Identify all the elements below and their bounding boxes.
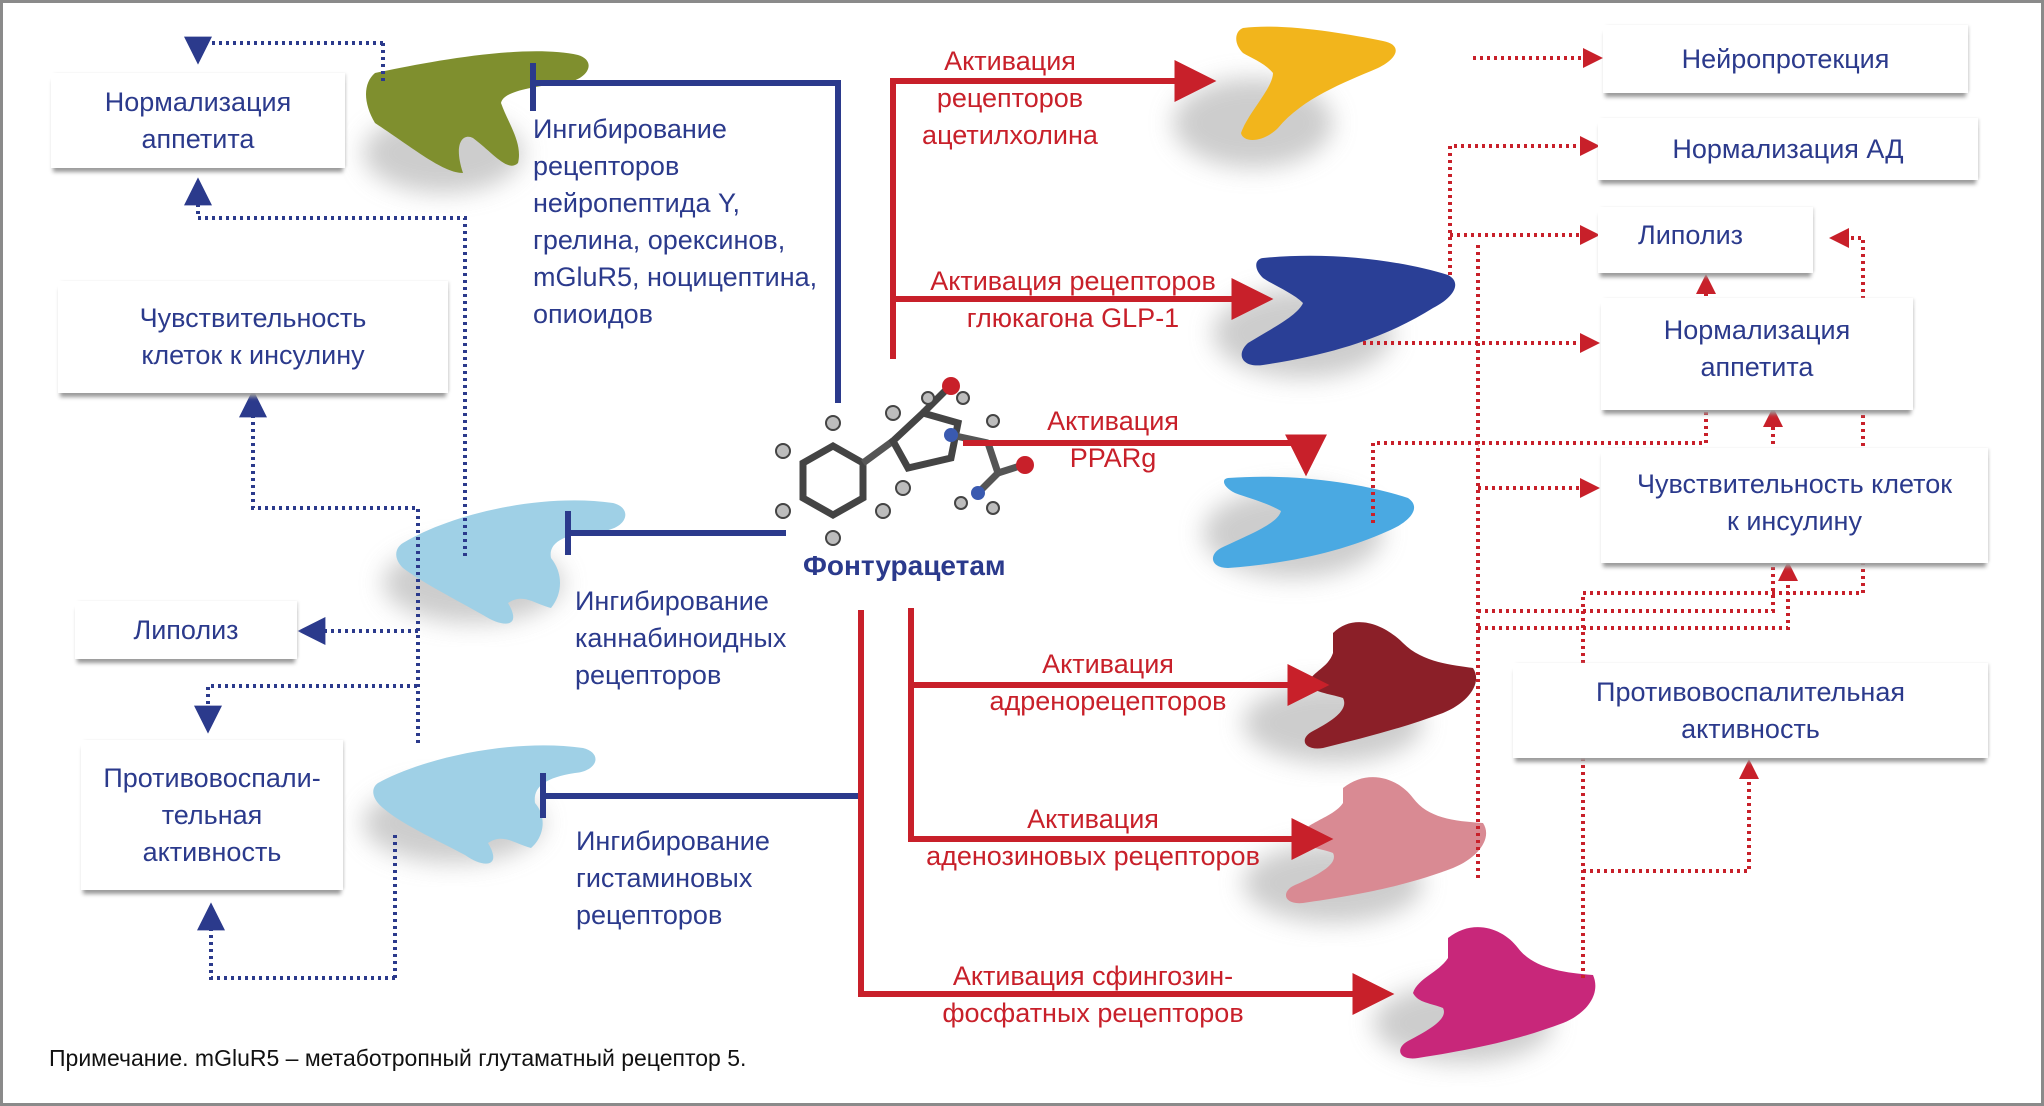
receptor-darkblue (1213, 255, 1456, 378)
activate-line-adenosine (908, 685, 1334, 860)
receptor-pink (1243, 777, 1487, 923)
left-dotted-arrows (184, 36, 467, 980)
drug-name: Фонтурацетам (803, 550, 1006, 581)
receptor-skyblue (1203, 476, 1415, 578)
fonturacetam-molecule (799, 385, 1025, 520)
label-inhibit-histamine: Ингибирование гистаминовых рецепторов (576, 826, 770, 930)
activate-line-pparg (963, 434, 1327, 477)
label-inhibit-cannabinoid: Ингибирование каннабиноидных рецепторов (575, 586, 787, 690)
inhibit-line-olive (533, 80, 841, 403)
left-box-lipolysis: Липолиз (75, 601, 297, 659)
right-box-antiinflammatory: Противовоспалительная активность (1513, 663, 1988, 758)
label-activate-adreno: Активация адренорецепторов (989, 649, 1227, 716)
inhibit-connectors (530, 63, 860, 818)
activate-connectors (858, 60, 1395, 1015)
receptor-lightblue-histamine (363, 745, 596, 864)
receptor-darkred (1243, 622, 1477, 763)
right-box-appetite: Нормализация аппетита (1601, 298, 1913, 410)
right-box-bp: Нормализация АД (1598, 118, 1978, 180)
footnote: Примечание. mGluR5 – метаботропный глута… (49, 1045, 747, 1071)
left-box-antiinflammatory: Противовоспали- тельная активность (81, 740, 343, 890)
diagram-canvas (184, 26, 1865, 1063)
right-box-insulin: Чувствительность клеток к инсулину (1601, 448, 1988, 563)
activate-line-sphingosine (858, 610, 1395, 1015)
left-box-appetite: Нормализация аппетита (51, 73, 345, 168)
left-box-insulin: Чувствительность клеток к инсулину (58, 281, 448, 393)
label-activate-sphingosine: Активация сфингозин- фосфатных рецепторо… (942, 961, 1244, 1028)
molecule-atoms (775, 377, 1034, 546)
label-inhibit-neuropeptide: Ингибирование рецепторов нейропептида Y,… (533, 114, 818, 329)
right-box-neuroprotection: Нейропротекция (1603, 25, 1968, 93)
activate-line-acetylcholine (890, 60, 1217, 359)
label-activate-pparg: Активация PPARg (1047, 406, 1179, 473)
receptor-magenta (1373, 927, 1596, 1063)
right-dotted-arrows (1363, 48, 1865, 978)
receptor-yellow (1173, 26, 1396, 168)
label-activate-glp1: Активация рецепторов глюкагона GLP-1 (930, 266, 1216, 333)
label-activate-acetylcholine: Активация рецепторов ацетилхолина (922, 46, 1098, 150)
right-box-lipolysis: Липолиз (1598, 207, 1813, 273)
label-activate-adenosine: Активация аденозиновых рецепторов (926, 804, 1260, 871)
